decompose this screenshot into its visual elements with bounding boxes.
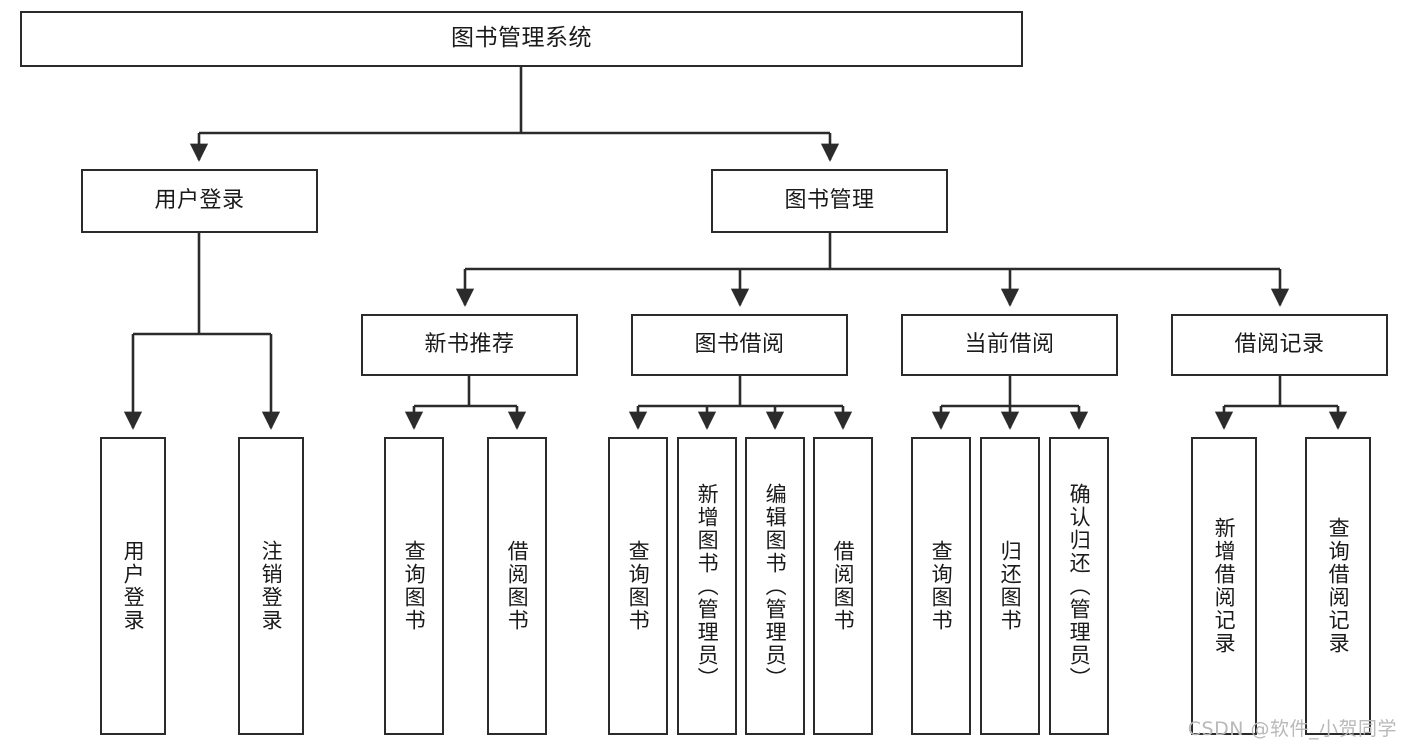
leaf-logout[interactable]: 注销登录 bbox=[238, 437, 304, 735]
leaf-query-record-label: 查询借阅记录 bbox=[1326, 517, 1351, 655]
leaf-add-record-label: 新增借阅记录 bbox=[1212, 517, 1237, 655]
leaf-borrow-book-1-label: 借阅图书 bbox=[505, 540, 530, 632]
node-book-borrow[interactable]: 图书借阅 bbox=[631, 314, 848, 376]
leaf-query-book-2-label: 查询图书 bbox=[626, 540, 651, 632]
leaf-query-book-3-label: 查询图书 bbox=[929, 540, 954, 632]
leaf-borrow-book-2-label: 借阅图书 bbox=[831, 540, 856, 632]
node-book-manage[interactable]: 图书管理 bbox=[711, 169, 948, 233]
leaf-confirm-return[interactable]: 确认归还（管理员） bbox=[1049, 437, 1109, 735]
leaf-confirm-return-label: 确认归还（管理员） bbox=[1067, 482, 1092, 690]
leaf-borrow-book-2[interactable]: 借阅图书 bbox=[813, 437, 873, 735]
node-user-login-label: 用户登录 bbox=[154, 188, 245, 214]
leaf-user-login[interactable]: 用户登录 bbox=[100, 437, 166, 735]
node-root[interactable]: 图书管理系统 bbox=[20, 11, 1023, 67]
leaf-edit-book[interactable]: 编辑图书（管理员） bbox=[745, 437, 805, 735]
leaf-user-login-label: 用户登录 bbox=[121, 540, 146, 632]
node-borrow-record-label: 借阅记录 bbox=[1234, 332, 1325, 358]
leaf-query-book-3[interactable]: 查询图书 bbox=[911, 437, 971, 735]
node-book-borrow-label: 图书借阅 bbox=[694, 332, 785, 358]
leaf-edit-book-label: 编辑图书（管理员） bbox=[763, 482, 788, 690]
leaf-return-book-label: 归还图书 bbox=[998, 540, 1023, 632]
leaf-query-record[interactable]: 查询借阅记录 bbox=[1305, 437, 1371, 735]
node-root-label: 图书管理系统 bbox=[451, 25, 592, 52]
node-current-borrow[interactable]: 当前借阅 bbox=[901, 314, 1118, 376]
leaf-return-book[interactable]: 归还图书 bbox=[980, 437, 1040, 735]
leaf-query-book-1[interactable]: 查询图书 bbox=[384, 437, 444, 735]
node-borrow-record[interactable]: 借阅记录 bbox=[1171, 314, 1388, 376]
leaf-logout-label: 注销登录 bbox=[259, 540, 284, 632]
node-new-book-recommend-label: 新书推荐 bbox=[424, 332, 515, 358]
watermark: CSDN @软件_小贺同学 bbox=[1187, 718, 1397, 740]
node-user-login[interactable]: 用户登录 bbox=[81, 169, 318, 233]
leaf-borrow-book-1[interactable]: 借阅图书 bbox=[487, 437, 547, 735]
leaf-query-book-2[interactable]: 查询图书 bbox=[608, 437, 668, 735]
node-new-book-recommend[interactable]: 新书推荐 bbox=[361, 314, 578, 376]
leaf-query-book-1-label: 查询图书 bbox=[402, 540, 427, 632]
leaf-add-record[interactable]: 新增借阅记录 bbox=[1191, 437, 1257, 735]
node-book-manage-label: 图书管理 bbox=[784, 188, 875, 214]
leaf-add-book-label: 新增图书（管理员） bbox=[695, 482, 720, 690]
node-current-borrow-label: 当前借阅 bbox=[964, 332, 1055, 358]
leaf-add-book[interactable]: 新增图书（管理员） bbox=[677, 437, 737, 735]
